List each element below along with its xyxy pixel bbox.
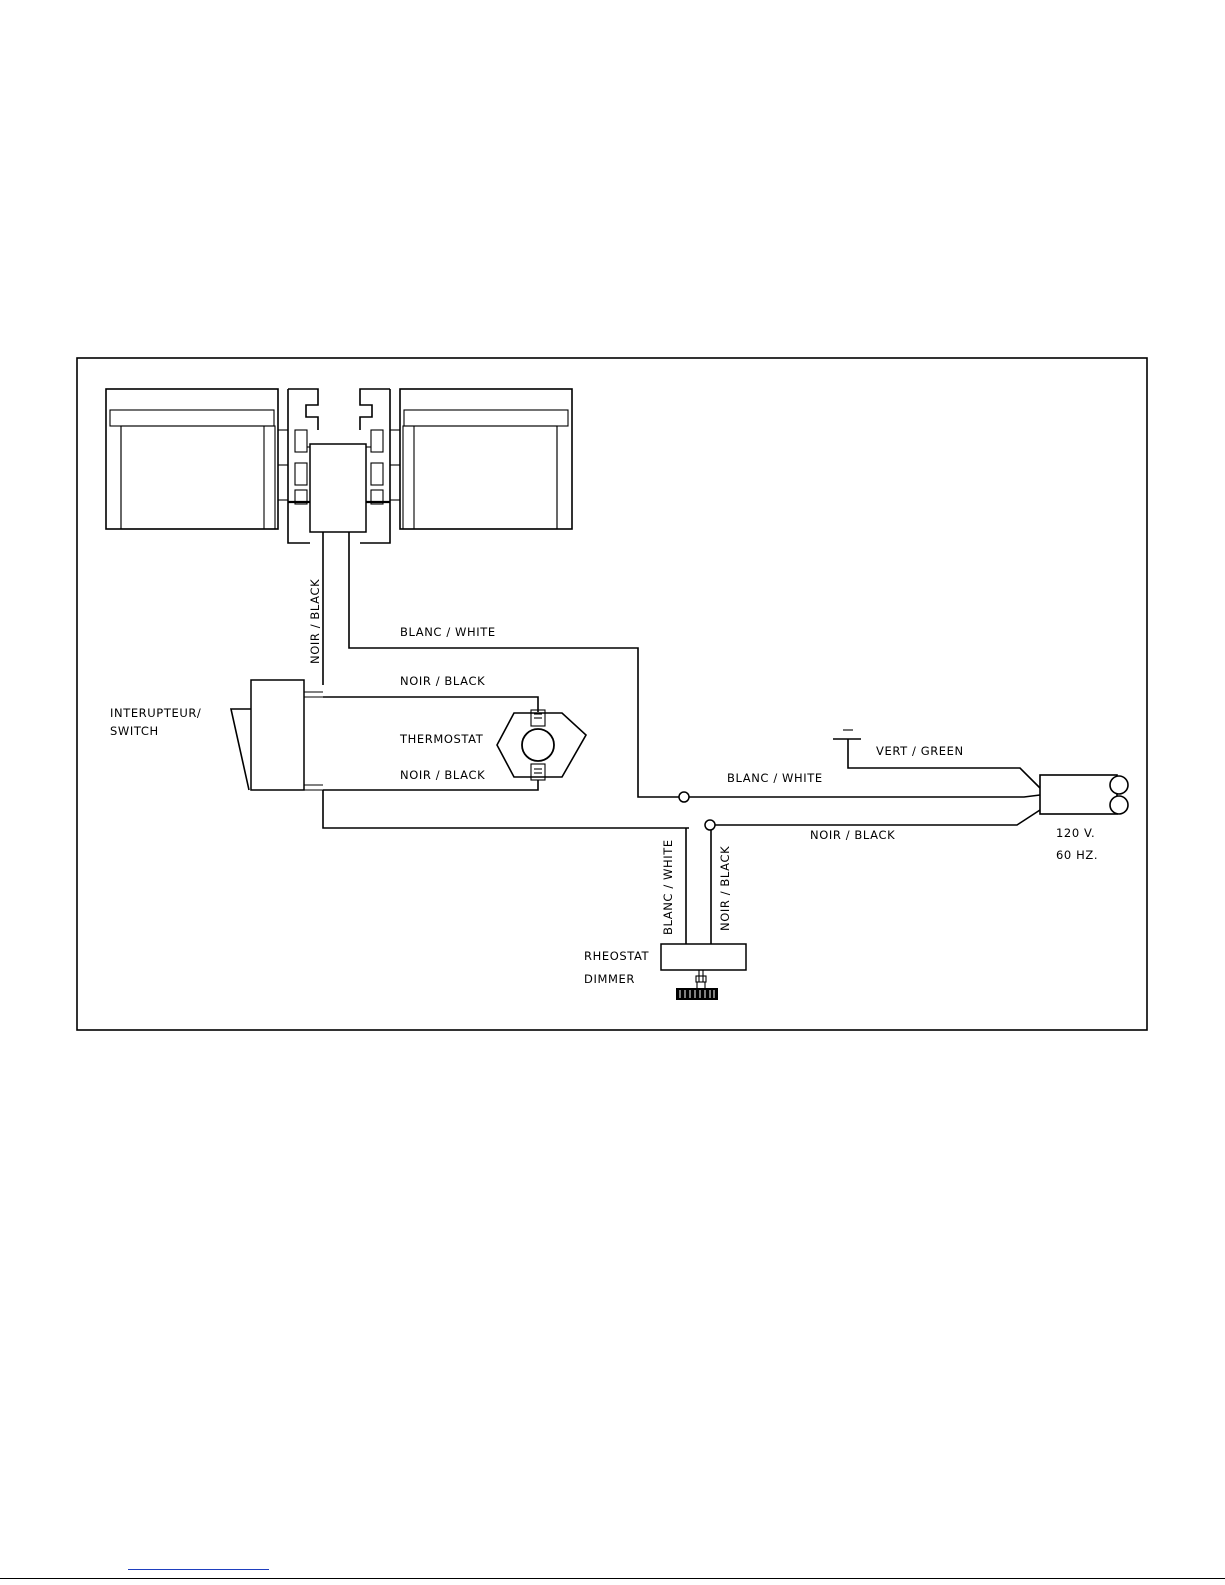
left-blower-housing xyxy=(106,389,278,529)
label-rheostat-line2: DIMMER xyxy=(584,972,635,986)
power-plug xyxy=(1040,775,1128,814)
switch xyxy=(231,680,323,790)
ground-symbol xyxy=(833,730,861,748)
label-thermostat-black-top: NOIR / BLACK xyxy=(400,674,485,688)
label-thermostat-black-bottom: NOIR / BLACK xyxy=(400,768,485,782)
dimmer-knob xyxy=(676,988,718,1000)
wire-motor-white xyxy=(349,532,679,797)
label-supply-black: NOIR / BLACK xyxy=(810,828,895,842)
footer-rule xyxy=(0,1578,1225,1579)
junction-black xyxy=(705,820,715,830)
label-voltage: 120 V. xyxy=(1056,826,1095,840)
label-switch-line2: SWITCH xyxy=(110,724,159,738)
wire-thermostat-black-top xyxy=(323,697,538,712)
label-frequency: 60 HZ. xyxy=(1056,848,1098,862)
label-rheostat-line1: RHEOSTAT xyxy=(584,949,650,963)
rheostat-dimmer xyxy=(661,944,746,1000)
diagram-frame xyxy=(77,358,1147,1030)
wire-supply-white xyxy=(689,795,1040,797)
label-thermostat: THERMOSTAT xyxy=(399,732,484,746)
thermostat xyxy=(497,710,586,780)
footer-link-underline[interactable] xyxy=(128,1569,269,1570)
wire-supply-black xyxy=(715,810,1040,825)
label-motor-white: BLANC / WHITE xyxy=(400,625,496,639)
blower-assembly xyxy=(106,389,572,543)
junction-white xyxy=(679,792,689,802)
label-dimmer-white: BLANC / WHITE xyxy=(661,839,675,935)
label-switch-line1: INTERUPTEUR/ xyxy=(110,706,201,720)
label-ground: VERT / GREEN xyxy=(876,744,964,758)
label-dimmer-black: NOIR / BLACK xyxy=(718,846,732,931)
label-motor-black: NOIR / BLACK xyxy=(308,579,322,664)
blower-motor xyxy=(310,444,366,532)
right-blower-housing xyxy=(400,389,572,529)
label-supply-white: BLANC / WHITE xyxy=(727,771,823,785)
wire-switch-to-dimmer xyxy=(323,790,689,828)
